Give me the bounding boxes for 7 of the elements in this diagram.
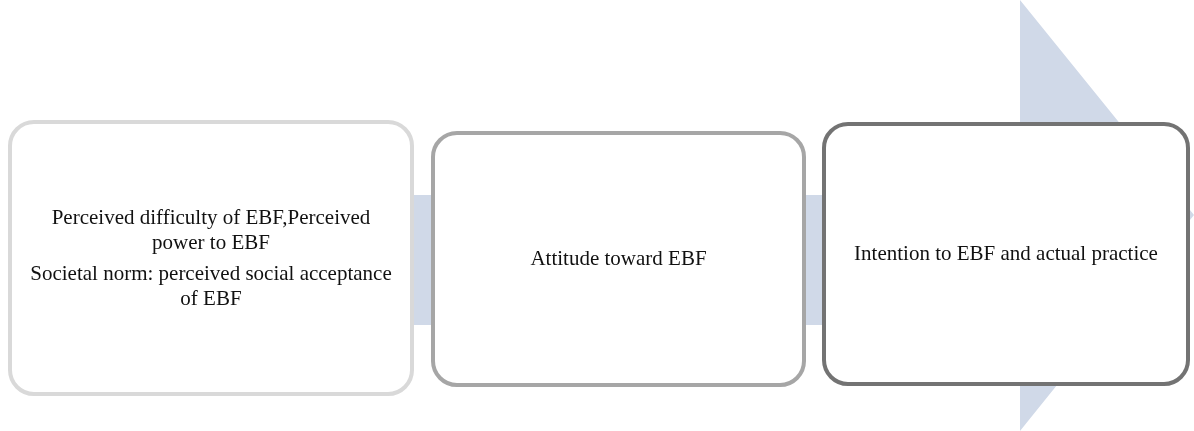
process-box: [8, 120, 414, 396]
process-box: [431, 131, 806, 387]
process-box: [822, 122, 1190, 386]
box-text: Societal norm: perceived social acceptance of EBF: [30, 261, 392, 312]
box-text: Intention to EBF and actual practice: [854, 241, 1158, 267]
box-text: Perceived difficulty of EBF,Perceived power to EBF: [50, 204, 372, 255]
box-text: Attitude toward EBF: [530, 246, 707, 272]
